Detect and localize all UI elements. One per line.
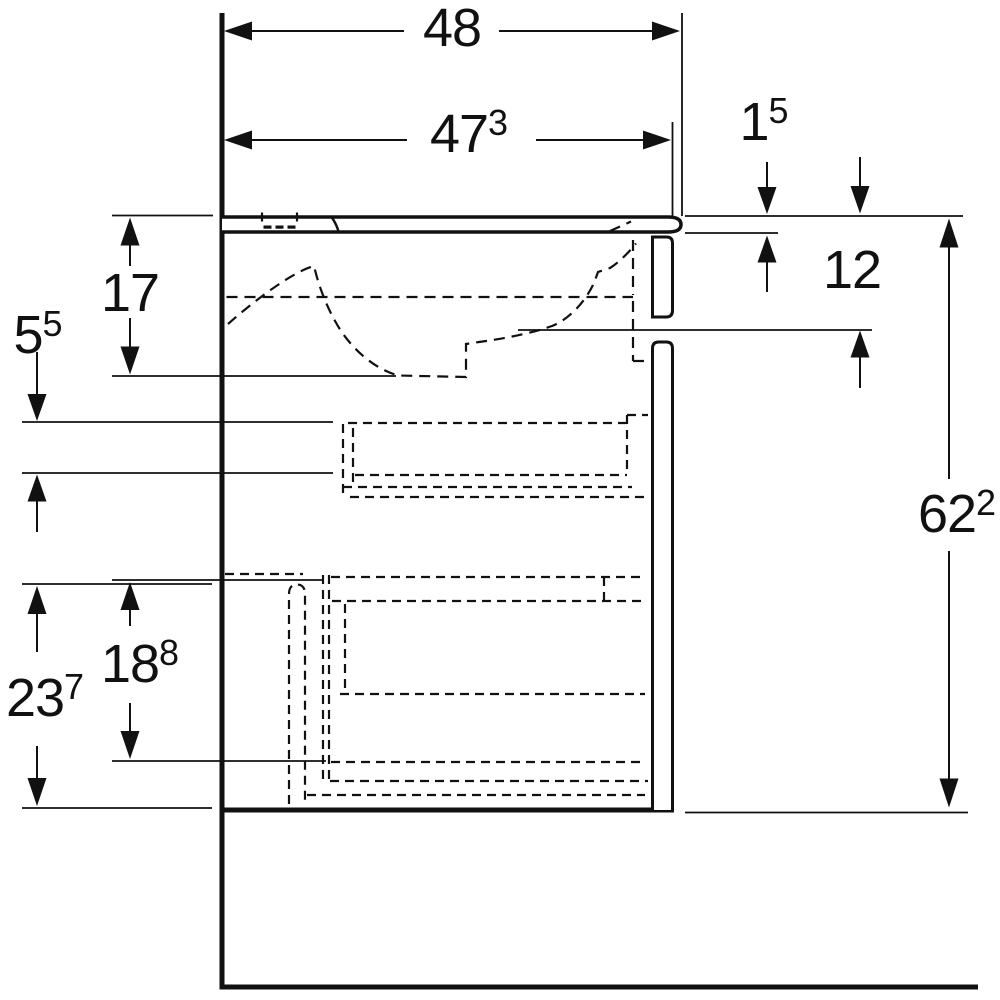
- dim-label-overall-height: 622: [917, 484, 996, 544]
- dim-label-upper-drawer-height: 55: [13, 305, 62, 365]
- dim-rim-thickness-line: [757, 162, 777, 292]
- extension-lines: [22, 13, 968, 814]
- dim-overall-height-line: [939, 218, 959, 808]
- dim-label-cabinet-depth: 473: [429, 104, 508, 164]
- dim-cabinet-depth-line: [224, 130, 671, 150]
- dim-basin-zone-height-line: [850, 157, 870, 388]
- dim-superscript: 5: [768, 90, 789, 131]
- dim-label-basin-inner-depth: 17: [100, 263, 160, 323]
- dim-superscript: 7: [64, 666, 85, 707]
- dim-superscript: 5: [42, 303, 63, 344]
- upper-drawer-hidden-outline: [341, 413, 648, 499]
- dim-label-basin-zone-height: 12: [822, 240, 882, 300]
- dim-lower-drawer-height-line: [120, 582, 140, 759]
- basin-bowl-hidden-outline: [226, 220, 649, 379]
- dim-upper-drawer-height-line: [27, 352, 47, 532]
- dim-value: 18: [100, 634, 160, 694]
- dim-label-lower-drawer-height: 188: [100, 634, 179, 694]
- lower-drawer-hidden-outline: [225, 572, 648, 804]
- dim-value: 1: [739, 92, 769, 152]
- dim-overall-depth-line: [224, 21, 680, 41]
- dim-value: 47: [429, 104, 489, 164]
- dim-value: 23: [5, 668, 65, 728]
- dim-value: 17: [100, 263, 160, 323]
- dim-value: 5: [13, 305, 43, 365]
- dim-label-rim-thickness: 15: [739, 92, 788, 152]
- dim-basin-inner-depth-line: [120, 217, 140, 375]
- dim-value: 62: [917, 484, 977, 544]
- dim-superscript: 2: [976, 482, 997, 523]
- dim-label-lower-compartment-height: 237: [5, 668, 84, 728]
- dim-value: 48: [422, 0, 482, 58]
- dim-label-overall-depth: 48: [422, 0, 482, 58]
- dim-superscript: 8: [159, 632, 180, 673]
- dim-superscript: 3: [488, 102, 509, 143]
- upper-drawer-front-panel: [651, 235, 674, 319]
- dim-value: 12: [822, 240, 882, 300]
- tap-hole-marks: [260, 212, 340, 232]
- dim-lower-compartment-line: [27, 586, 47, 806]
- lower-drawer-front-panel: [651, 340, 674, 810]
